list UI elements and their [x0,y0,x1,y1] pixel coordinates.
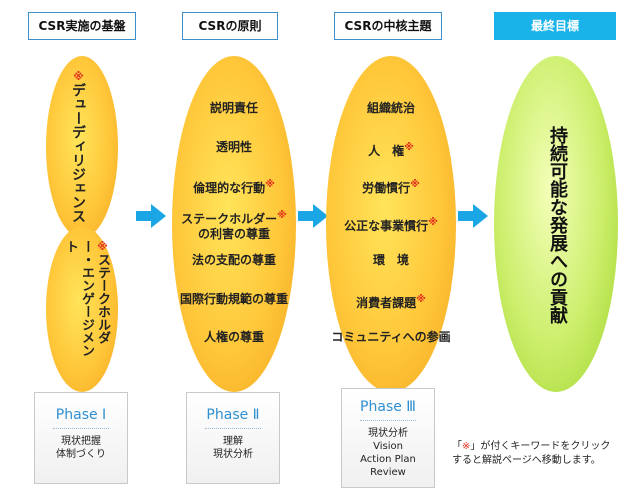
core-environment: 環 境 [372,253,409,267]
core-consumer-issues-link[interactable]: 消費者課題※ [356,294,426,310]
core-human-rights-link[interactable]: 人 権※ [368,142,414,158]
keyword-mark-icon: ※ [410,179,420,190]
principle-rule-of-law: 法の支配の尊重 [191,253,276,267]
oval-stakeholder-engagement [46,226,118,392]
phase-1-title: Phase Ⅰ [55,407,107,423]
oval-final-goal [494,56,618,392]
keyword-mark-icon: ※ [428,217,438,228]
phase-3-line: Review [370,467,406,478]
phase-3-title: Phase Ⅲ [360,399,416,415]
phase-1-box: Phase Ⅰ 現状把握 体制づくり [34,392,128,484]
oval-principles [172,56,296,392]
phase-divider [53,428,109,429]
keyword-mark-icon: ※ [416,294,426,305]
phase-1-line: 現状把握 [61,436,101,447]
arrow-right-icon [458,204,488,228]
arrow-right-icon [298,204,328,228]
core-fair-operating-practices-link[interactable]: 公正な事業慣行※ [344,217,438,233]
principle-international-norms: 国際行動規範の尊重 [179,292,288,306]
arrow-right-icon [136,204,166,228]
phase-2-title: Phase Ⅱ [206,407,260,423]
oval-core-subjects [326,56,456,392]
phase-divider [360,420,416,421]
principle-transparency: 透明性 [215,140,252,154]
phase-2-box: Phase Ⅱ 理解 現状分析 [186,392,280,484]
core-labour-practices-link[interactable]: 労働慣行※ [362,179,420,195]
phase-3-line: Action Plan [360,454,416,465]
phase-3-box: Phase Ⅲ 現状分析 Vision Action Plan Review [341,388,435,488]
final-goal-text: 持続可能な発展への貢献 [547,126,568,324]
keyword-note: 「※」が付くキーワードをクリック すると解説ページへ移動します。 [452,441,611,466]
phase-2-line: 理解 [223,436,243,447]
core-organizational-governance: 組織統治 [366,101,415,115]
principle-human-rights: 人権の尊重 [203,330,264,344]
oval-due-diligence [46,56,118,238]
header-csr-principles: CSRの原則 [182,12,278,40]
principle-accountability: 説明責任 [209,101,258,115]
phase-divider [205,428,261,429]
phase-1-line: 体制づくり [56,449,106,460]
phase-3-line: Vision [373,441,403,452]
keyword-mark-icon: ※ [265,179,275,190]
phase-2-line: 現状分析 [213,449,253,460]
header-csr-core-subjects: CSRの中核主題 [334,12,442,40]
keyword-mark-icon: ※ [72,70,85,83]
stakeholder-engagement-link[interactable]: ※ステークホルダー・エンゲージメント [63,240,110,357]
keyword-mark-icon: ※ [462,441,471,452]
header-csr-foundation: CSR実施の基盤 [28,12,136,40]
due-diligence-link[interactable]: ※デューディリジェンス [70,70,86,223]
phase-3-line: 現状分析 [368,428,408,439]
keyword-mark-icon: ※ [404,142,414,153]
header-final-goal: 最終目標 [494,12,616,40]
core-community-involvement: コミュニティへの参画 [331,330,451,344]
keyword-mark-icon: ※ [277,210,287,221]
principle-stakeholder-interests-link[interactable]: ステークホルダー※ の利害の尊重 [181,210,287,241]
principle-ethical-behaviour-link[interactable]: 倫理的な行動※ [193,179,275,195]
keyword-mark-icon: ※ [96,240,109,253]
